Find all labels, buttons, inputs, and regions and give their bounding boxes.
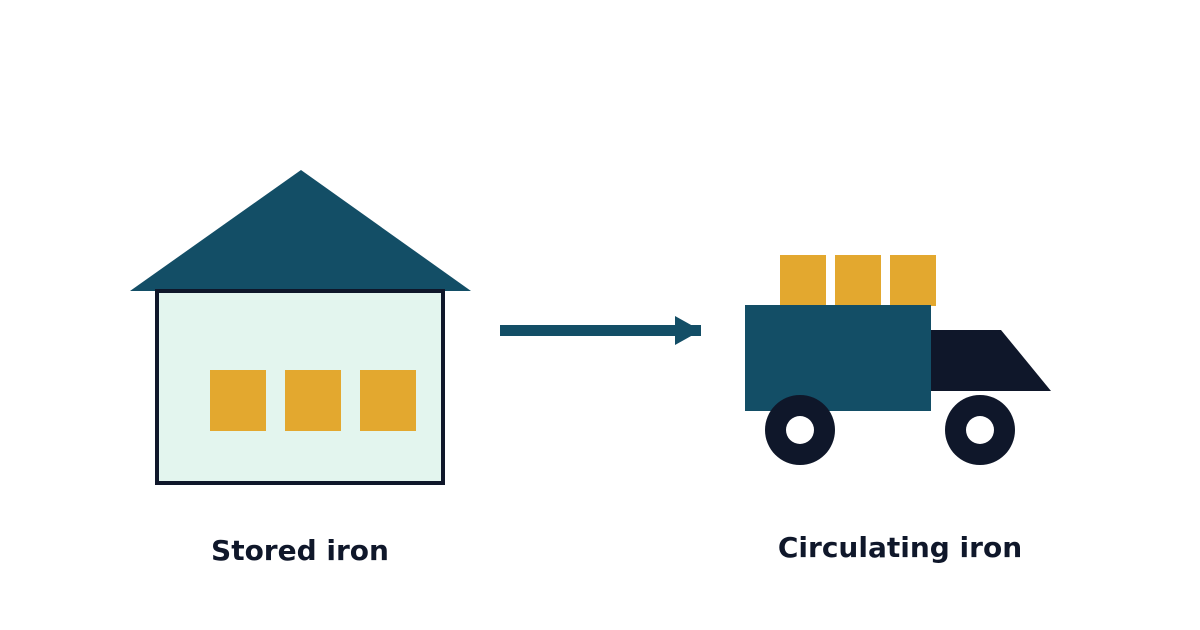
truck-crates: [780, 255, 936, 306]
warehouse-crate: [285, 370, 341, 431]
truck-wheel-rear: [945, 395, 1015, 465]
arrow-shaft: [500, 325, 701, 336]
warehouse-roof: [130, 170, 471, 291]
arrow-head: [675, 316, 701, 345]
truck-icon: [745, 255, 1051, 465]
warehouse-crate: [360, 370, 416, 431]
truck-wheel-front: [765, 395, 835, 465]
warehouse-crates: [210, 370, 416, 431]
arrow-right-icon: [500, 316, 701, 345]
truck-cab: [931, 330, 1051, 391]
truck-cargo-box: [745, 305, 931, 411]
truck-crate: [780, 255, 826, 306]
truck-crate: [890, 255, 936, 306]
warehouse-icon: [130, 170, 471, 485]
truck-crate: [835, 255, 881, 306]
stored-iron-label: Stored iron: [211, 534, 389, 567]
warehouse-crate: [210, 370, 266, 431]
circulating-iron-label: Circulating iron: [777, 531, 1023, 564]
